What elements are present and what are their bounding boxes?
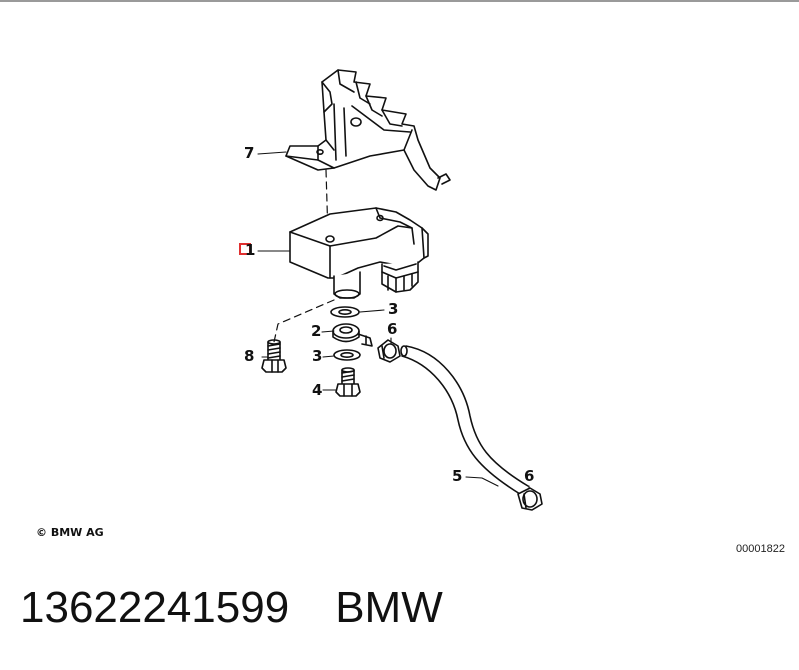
callout-6-lower: 6 [524, 467, 535, 485]
banjo-fitting-part-2 [332, 323, 373, 347]
selected-part-marker [239, 243, 251, 255]
leader-lines [257, 151, 530, 490]
brand-name: BMW [335, 583, 443, 632]
callout-1: 1 [245, 241, 256, 259]
hose-clamp-part-6-lower [517, 487, 543, 511]
callout-8: 8 [244, 347, 255, 365]
callout-4: 4 [312, 381, 323, 399]
drawing-number: 00001822 [736, 543, 785, 555]
part-caption: 13622241599 BMW [20, 586, 443, 630]
banjo-bolt-part-4 [335, 367, 361, 397]
callout-6-upper: 6 [387, 320, 398, 338]
callout-3-upper: 3 [388, 300, 399, 318]
bolt-part-8 [261, 339, 287, 373]
sensor-part-1 [289, 207, 429, 299]
alignment-line-bolt [273, 299, 335, 343]
callout-3-lower: 3 [312, 347, 323, 365]
callout-5: 5 [452, 467, 463, 485]
callout-2: 2 [311, 322, 322, 340]
part-number: 13622241599 [20, 583, 290, 632]
washer-part-3-upper [330, 306, 360, 318]
hose-part-5 [400, 345, 529, 495]
top-rule [0, 0, 799, 2]
bracket-part-7 [285, 69, 451, 191]
copyright-notice: © BMW AG [36, 526, 104, 539]
callout-7: 7 [244, 144, 255, 162]
parts-diagram [257, 69, 543, 511]
washer-part-3-lower [333, 349, 361, 361]
hose-clamp-part-6-upper [377, 339, 401, 363]
